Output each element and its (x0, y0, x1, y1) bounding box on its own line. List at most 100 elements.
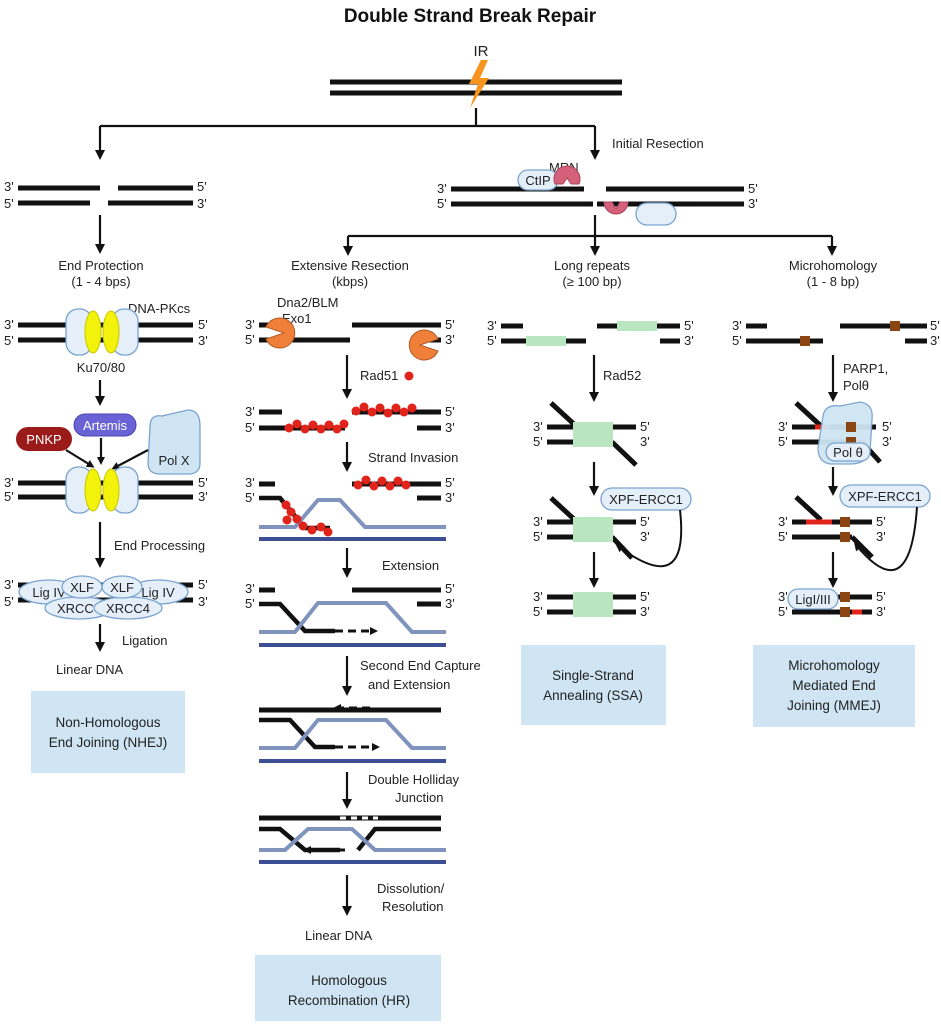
dhj-label-1: Double Holliday (368, 772, 460, 787)
rad51-icon (404, 371, 414, 381)
svg-text:3': 3' (245, 404, 255, 419)
rad52-label: Rad52 (603, 368, 641, 383)
extensive-resection-sub: (kbps) (332, 274, 368, 289)
svg-text:3': 3' (445, 596, 455, 611)
mmej-xpf-pill: XPF-ERCC1 (839, 484, 931, 508)
dna2-label: Dna2/BLM (277, 295, 338, 310)
ssa-final-dna: 3' 5' 5' 3' (533, 589, 650, 619)
pnkp-pill: PNKP (16, 427, 72, 451)
microhomology-sub: (1 - 8 bp) (807, 274, 860, 289)
svg-text:3': 3' (778, 514, 788, 529)
svg-text:XLF: XLF (70, 580, 94, 595)
svg-text:5': 5' (876, 514, 886, 529)
svg-text:5': 5' (778, 434, 788, 449)
nhej-processing-complex: 3' 5' 5' 3' (4, 466, 208, 514)
mrn-complex-icon (553, 165, 581, 185)
svg-text:3': 3' (930, 333, 940, 348)
svg-text:3': 3' (533, 514, 543, 529)
svg-text:3': 3' (445, 332, 455, 347)
svg-text:3': 3' (198, 489, 208, 504)
svg-text:3': 3' (732, 318, 742, 333)
svg-text:3': 3' (4, 475, 14, 490)
long-repeats-label: Long repeats (554, 258, 630, 273)
end-processing-label: End Processing (114, 538, 205, 553)
svg-text:3': 3' (198, 333, 208, 348)
svg-text:3': 3' (640, 529, 650, 544)
ssa-resected-dna: 3' 5' 5' 3' (487, 318, 694, 348)
mmej-cleavage-dna: 3' 5' 5' 3' (778, 495, 918, 572)
svg-text:XRCC4: XRCC4 (106, 601, 150, 616)
mmej-final-dna: 3' 5' LigI/III 5' 3' (778, 588, 886, 619)
mmej-box-line2: Mediated End (792, 678, 875, 693)
svg-text:LigI/III: LigI/III (795, 592, 830, 607)
nhej-box-line1: Non-Homologous (55, 715, 160, 730)
ssa-box (521, 645, 666, 725)
svg-text:3': 3' (245, 317, 255, 332)
svg-text:5': 5' (778, 529, 788, 544)
strand-invasion-dna: 3' 5' 5' 3' (245, 475, 455, 541)
diagram-title: Double Strand Break Repair (344, 6, 597, 27)
svg-text:3': 3' (437, 181, 447, 196)
svg-text:3': 3' (245, 581, 255, 596)
svg-text:5': 5' (245, 420, 255, 435)
second-capture-label-2: and Extension (368, 677, 450, 692)
svg-text:XLF: XLF (110, 580, 134, 595)
nhej-broken-dna: 3' 5' 5' 3' (4, 179, 207, 211)
pol-x-shape: Pol X (147, 409, 201, 475)
mmej-resected-dna: 3' 5' 5' 3' (732, 318, 940, 348)
strand-invasion-label: Strand Invasion (368, 450, 458, 465)
svg-text:3': 3' (197, 196, 207, 211)
svg-text:XRCC4: XRCC4 (57, 601, 101, 616)
svg-text:5': 5' (437, 196, 447, 211)
hr-box (255, 955, 441, 1021)
dissolution-label-1: Dissolution/ (377, 881, 445, 896)
svg-text:3': 3' (533, 419, 543, 434)
ssa-xpf-pill: XPF-ERCC1 (600, 487, 692, 511)
hr-box-line2: Recombination (HR) (288, 993, 410, 1008)
ir-label: IR (474, 43, 489, 60)
svg-text:3': 3' (533, 589, 543, 604)
parp1-label: PARP1, (843, 361, 888, 376)
svg-text:5': 5' (640, 419, 650, 434)
svg-text:3': 3' (487, 318, 497, 333)
ssa-box-line2: Annealing (SSA) (543, 688, 643, 703)
ligation-label: Ligation (122, 633, 168, 648)
mmej-poltheta-dna: 3' 5' Pol θ 5' 3' (778, 401, 892, 465)
svg-text:5': 5' (4, 594, 14, 609)
svg-text:3': 3' (876, 529, 886, 544)
svg-text:3': 3' (4, 179, 14, 194)
mmej-box-line1: Microhomology (788, 658, 880, 673)
second-capture-label-1: Second End Capture (360, 658, 481, 673)
svg-text:Lig IV: Lig IV (141, 585, 175, 600)
svg-text:5': 5' (748, 181, 758, 196)
svg-text:5': 5' (533, 604, 543, 619)
svg-text:5': 5' (4, 489, 14, 504)
svg-text:5': 5' (445, 581, 455, 596)
svg-text:5': 5' (245, 332, 255, 347)
svg-text:3': 3' (640, 604, 650, 619)
svg-text:3': 3' (4, 577, 14, 592)
extensive-resection-label: Extensive Resection (291, 258, 409, 273)
svg-text:3': 3' (778, 419, 788, 434)
extension-label: Extension (382, 558, 439, 573)
split-arrows (95, 108, 600, 160)
svg-text:3': 3' (198, 594, 208, 609)
mrn-complex-icon-2 (603, 201, 629, 215)
svg-text:5': 5' (198, 475, 208, 490)
svg-text:3': 3' (4, 317, 14, 332)
svg-text:5': 5' (533, 434, 543, 449)
svg-text:3': 3' (640, 434, 650, 449)
exo1-nuclease-icon-2 (408, 329, 439, 361)
svg-text:3': 3' (445, 490, 455, 505)
exo1-nuclease-icon (265, 317, 296, 349)
svg-text:Pol θ: Pol θ (833, 445, 863, 460)
hr-box-line1: Homologous (311, 973, 387, 988)
svg-text:5': 5' (4, 196, 14, 211)
nhej-result: Linear DNA (56, 662, 124, 677)
svg-text:Lig IV: Lig IV (32, 585, 66, 600)
dhj-label-2: Junction (395, 790, 443, 805)
ssa-box-line1: Single-Strand (552, 668, 634, 683)
svg-text:5': 5' (533, 529, 543, 544)
nhej-box-line2: End Joining (NHEJ) (49, 735, 168, 750)
